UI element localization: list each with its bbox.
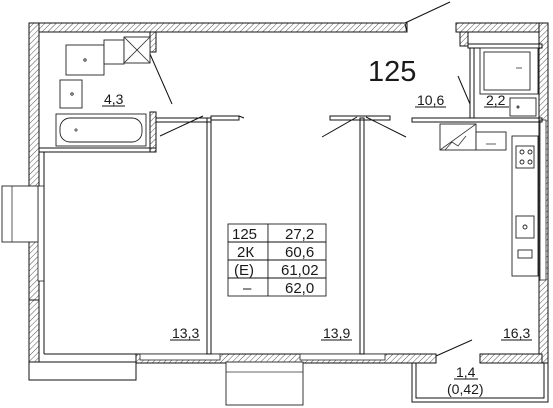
table-area-with-balcony: 61,02 [281, 262, 319, 279]
area-hall: 10,6 [417, 92, 444, 108]
towel-dryer-box [103, 39, 125, 65]
table-living-area: 27,2 [285, 226, 314, 243]
area-kitchen-living: 16,3 [503, 325, 530, 341]
balcony [411, 363, 549, 403]
table-reduced-area: 62,0 [285, 280, 314, 297]
bathroom-fixtures [55, 36, 151, 147]
area-wc: 2,2 [486, 92, 506, 108]
table-total-area: 60,6 [285, 244, 314, 261]
table-room-count: 2К [237, 244, 254, 261]
entrance-door [404, 1, 451, 24]
wc-fixtures [479, 47, 539, 117]
table-apartment-number: 125 [232, 226, 257, 243]
area-room-left: 13,3 [172, 325, 199, 341]
area-balcony: 1,4 [456, 364, 476, 380]
left-window-bay [1, 185, 39, 243]
kitchen-fixtures [439, 123, 539, 277]
area-balcony-reduced: (0,42) [447, 381, 484, 397]
table-type: (Е) [234, 262, 254, 279]
area-room-middle: 13,9 [323, 325, 350, 341]
shelf [475, 131, 507, 151]
interior-walls [38, 31, 543, 355]
toilet [483, 51, 531, 91]
apartment-number: 125 [368, 56, 416, 88]
area-bathroom: 4,3 [104, 91, 124, 107]
bottom-window-bay [225, 361, 304, 406]
doors [149, 1, 473, 357]
summary-table: 125 2К (Е) – 27,2 60,6 61,02 62,0 [227, 223, 327, 297]
wc-sink [509, 97, 537, 117]
table-dash: – [243, 280, 252, 297]
